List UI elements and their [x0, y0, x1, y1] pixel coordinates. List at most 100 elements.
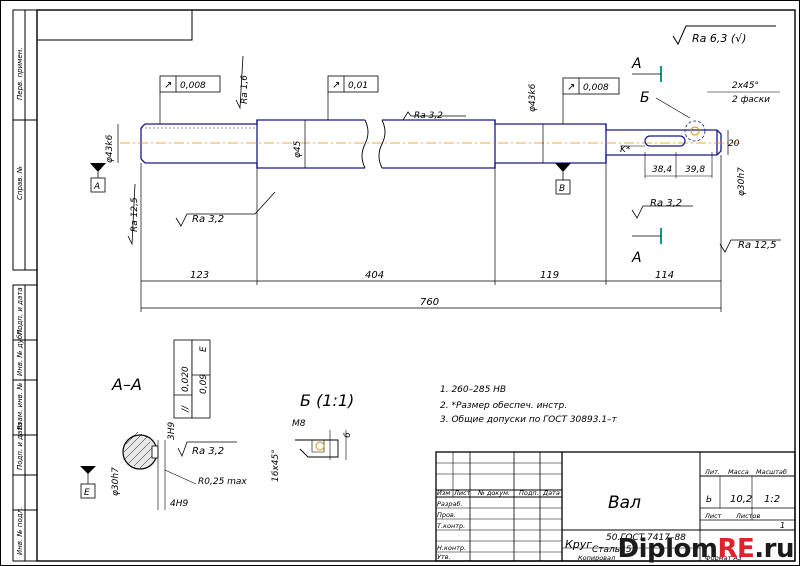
runout-3-value: 0,008 — [583, 83, 609, 93]
svg-text:↗: ↗ — [332, 80, 340, 91]
section-aa-title: А–А — [111, 375, 142, 394]
note-3: 3. Общие допуски по ГОСТ 30893.1–т — [440, 415, 618, 425]
runout-frame-3: ↗ 0,008 — [562, 77, 620, 124]
tb-col-doc: № докум. — [477, 489, 510, 497]
tb-col-list: Лист — [453, 489, 471, 497]
cut-mark-b: Б — [640, 90, 691, 119]
tb-col-izm: Изм — [437, 489, 450, 497]
note-2: 2. *Размер обеспеч. инстр. — [440, 401, 567, 411]
tb-col-sign: Подп. — [519, 489, 539, 497]
tb-material-2: Сталь45 — [592, 545, 632, 555]
sect-tol-sym: // — [181, 405, 191, 413]
length-total: 760 — [420, 297, 439, 308]
tb-nkontr: Н.контр. — [437, 544, 466, 552]
tb-material-1: Круг — [565, 538, 592, 551]
top-stamp-box — [36, 9, 193, 41]
dia-4: φ30h7 — [737, 167, 747, 196]
inner-frame — [36, 9, 796, 562]
tb-listov-val: 1 — [780, 521, 785, 530]
side-label-4: Инв. № дубл. — [16, 328, 24, 376]
tb-scale-val: 1:2 — [764, 494, 780, 505]
tb-format: Формат А3 — [705, 554, 742, 562]
detail-m8: M8 — [292, 419, 306, 429]
tb-tkontr: Т.контр. — [437, 522, 465, 530]
cut-mark-a-bottom: А — [631, 228, 662, 266]
detail-6: 6 — [343, 432, 353, 438]
title-block — [435, 451, 796, 562]
roughness-5: Ra 3,2 — [650, 198, 682, 209]
length-2: 404 — [365, 270, 384, 281]
tb-doc-code: 50.ГОСТ 7417–88 — [606, 533, 686, 543]
side-label-3: Подп. и дата — [16, 287, 24, 335]
key-dim-2: 39,8 — [685, 165, 705, 175]
section-tolerance-frame — [173, 339, 211, 419]
dia-2: φ45 — [293, 140, 303, 158]
cut-mark-a-top: А — [631, 56, 662, 82]
shaft-main-view — [140, 119, 722, 169]
tb-list: Лист — [704, 512, 722, 520]
sect-depth: 3H9 — [167, 422, 177, 440]
runout-frame-1: ↗ 0,008 — [159, 75, 221, 124]
side-label-6: Подп. и дата — [16, 422, 24, 470]
svg-text:↗: ↗ — [567, 82, 575, 93]
sect-tol-letter: Е — [199, 346, 209, 352]
tb-masshtab: Масштаб — [756, 468, 787, 476]
dia-1: φ43k6 — [105, 134, 115, 163]
tb-listov: Листов — [735, 512, 760, 520]
side-label-5: Взам. инв. № — [16, 382, 24, 430]
keyway-slot — [644, 135, 686, 147]
datum-a: А — [90, 163, 106, 193]
section-aa-view: Е — [80, 431, 166, 510]
sect-dia: φ30h7 — [111, 467, 121, 496]
dia-3: φ43k6 — [528, 83, 538, 112]
chamfer-note: 2x45° — [732, 81, 759, 91]
length-4: 114 — [655, 270, 674, 281]
roughness-6: Ra 12,5 — [738, 240, 777, 251]
side-label-2: Справ. № — [16, 166, 24, 200]
key-dim-k: K* — [620, 145, 631, 155]
svg-text:Б: Б — [640, 90, 650, 106]
roughness-1: Ra 1,6 — [240, 75, 250, 104]
detail-b-title: Б (1:1) — [300, 391, 354, 410]
tb-utv: Утв. — [437, 553, 451, 561]
tb-lit: Лит. — [704, 468, 720, 476]
runout-1-value: 0,008 — [180, 81, 206, 91]
detail-chamfer: 16x45° — [271, 449, 281, 482]
detail-circle-b — [684, 120, 706, 142]
key-dim-1: 38,4 — [652, 165, 672, 175]
sect-width: 4H9 — [170, 499, 188, 509]
svg-text:А: А — [631, 250, 642, 266]
note-1: 1. 260–285 HB — [440, 385, 506, 395]
diameter-dims — [117, 120, 729, 168]
svg-text:А: А — [631, 56, 642, 72]
tb-mass-val: 10,2 — [730, 494, 752, 505]
tb-massa: Масса — [728, 468, 749, 476]
tb-copied: Копировал — [578, 554, 615, 562]
runout-2-value: 0,01 — [348, 81, 368, 91]
roughness-marks — [127, 55, 781, 253]
svg-text:↗: ↗ — [164, 80, 172, 91]
left-margin-strip — [12, 9, 38, 562]
sect-radius: R0,25 max — [198, 477, 247, 487]
sect-tol-1: 0,020 — [181, 366, 191, 392]
tb-razrab: Разраб. — [437, 500, 463, 508]
tb-lit-val: Ь — [706, 495, 712, 505]
tb-title: Вал — [608, 493, 641, 513]
sect-tol-2: 0,09 — [199, 374, 209, 394]
roughness-4: Ra 12,5 — [130, 197, 140, 232]
svg-text:Е: Е — [84, 488, 90, 498]
key-dim-lines — [620, 145, 713, 178]
sect-roughness: Ra 3,2 — [192, 446, 224, 457]
length-dim-lines — [140, 155, 722, 312]
chamfer-note-2: 2 фаски — [732, 95, 770, 105]
tb-col-date: Дата — [542, 489, 560, 497]
svg-text:В: В — [559, 184, 565, 194]
svg-text:А: А — [93, 182, 100, 192]
runout-frame-2: ↗ 0,01 — [327, 75, 379, 120]
general-roughness-text: Ra 6,3 (√) — [692, 32, 746, 45]
length-1: 123 — [190, 270, 209, 281]
general-roughness-symbol: Ra 6,3 (√) — [672, 25, 776, 46]
detail-hole — [690, 126, 700, 136]
key-dim-3: 20 — [728, 139, 740, 149]
